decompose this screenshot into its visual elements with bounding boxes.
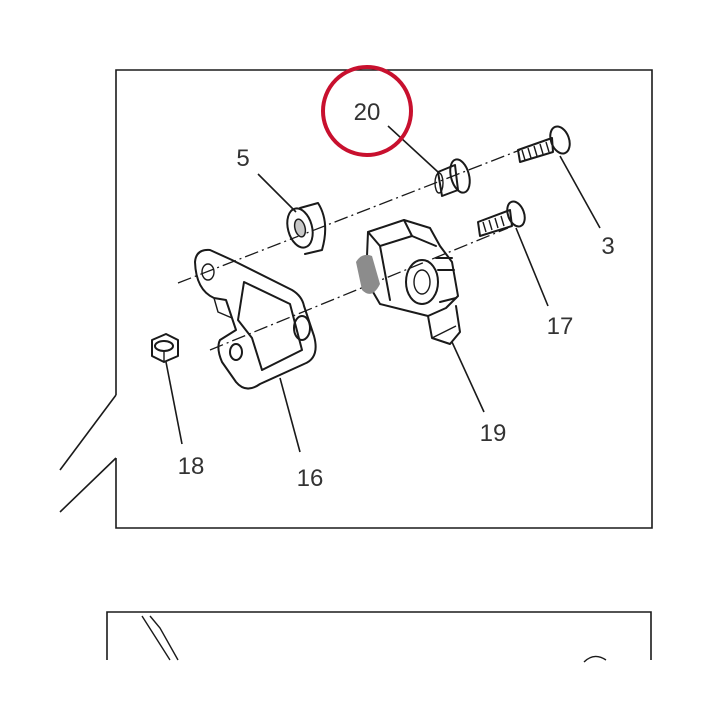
bracket-part-16 xyxy=(194,248,317,390)
callout-5: 5 xyxy=(236,145,249,172)
highlight-circle xyxy=(321,65,413,157)
leader-lines xyxy=(165,125,601,453)
screw-part-3 xyxy=(517,125,571,163)
nut-part-18 xyxy=(151,333,179,363)
screw-part-17 xyxy=(477,200,526,237)
lower-diagram-frame xyxy=(106,611,652,663)
callout-16: 16 xyxy=(297,465,324,492)
callout-3: 3 xyxy=(601,233,614,260)
bushing-part-20 xyxy=(434,158,471,197)
assembly-axes xyxy=(177,149,521,351)
callout-18: 18 xyxy=(178,453,205,480)
callout-17: 17 xyxy=(547,313,574,340)
grommet-part-5 xyxy=(286,202,327,255)
sensor-part-19 xyxy=(356,219,461,345)
callout-20: 20 xyxy=(354,99,381,126)
upper-diagram-frame xyxy=(59,69,653,529)
callout-19: 19 xyxy=(480,420,507,447)
